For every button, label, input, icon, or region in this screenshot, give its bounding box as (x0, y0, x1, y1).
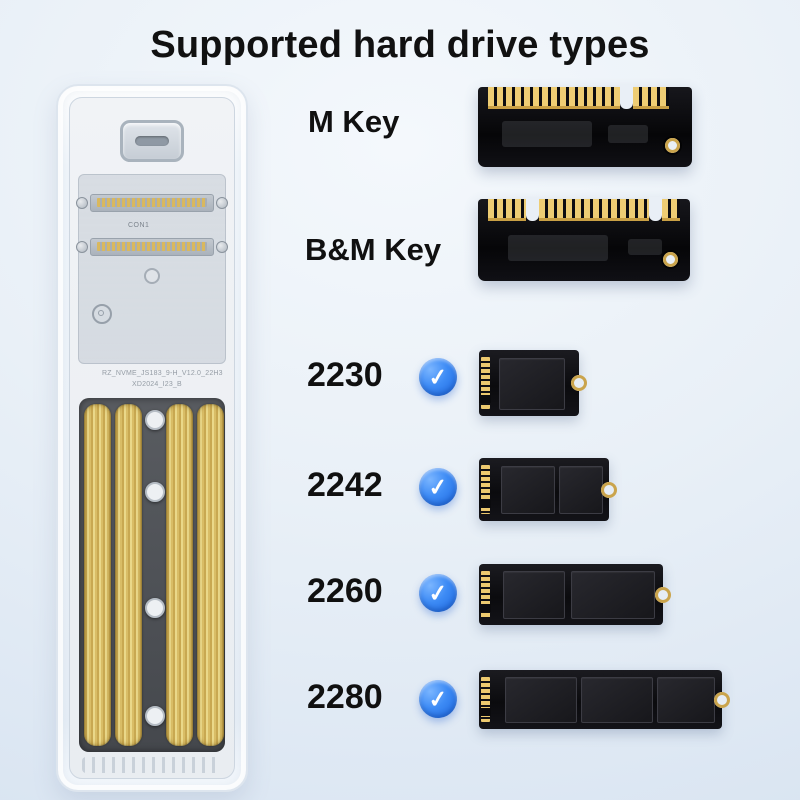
pcb-patch (608, 125, 648, 143)
pcb-print-text: RZ_NVME_JS183_9-H_V12.0_22H3 (102, 370, 223, 377)
bm-key-connector-image (478, 197, 690, 281)
pcb-patch (628, 239, 662, 255)
mount-notch (655, 586, 671, 603)
check-icon: ✓ (417, 356, 459, 398)
controller-chip (505, 677, 577, 723)
m2-connector-slot-1 (76, 194, 228, 212)
usb-c-port (120, 120, 184, 162)
thermal-pad-area (79, 398, 225, 752)
pcb-logo-icon (92, 304, 112, 324)
check-icon: ✓ (417, 572, 459, 614)
page-title: Supported hard drive types (150, 24, 650, 66)
screw-icon (76, 241, 88, 253)
pcb-print-text: XD2024_I23_B (132, 381, 182, 388)
pcb-patch (508, 235, 608, 261)
nand-chip (581, 677, 653, 723)
size-label-2260: 2260 (307, 572, 383, 610)
gold-fingers (481, 571, 490, 618)
standoff-hole (144, 268, 160, 284)
check-icon: ✓ (417, 466, 459, 508)
thermal-strip (166, 404, 193, 746)
m-key-notch (620, 85, 633, 109)
case-bottom-ribs (82, 757, 222, 773)
screw-icon (216, 241, 228, 253)
nand-chip (571, 571, 655, 619)
gold-fingers (481, 465, 490, 514)
mount-hole (145, 598, 165, 618)
ssd-2260-image (479, 564, 671, 625)
m2-connector-slot-2 (76, 238, 228, 256)
mount-hole (145, 410, 165, 430)
mount-hole (665, 138, 680, 153)
enclosure-inner-panel: CON1 RZ_NVME_JS183_9-H_V12.0_22H3 XD2024… (69, 97, 235, 779)
key-label-bm: B&M Key (305, 232, 442, 267)
gold-fingers (539, 199, 649, 221)
slot-pins (97, 242, 207, 251)
usb-c-slot (135, 136, 169, 146)
m-key-notch (649, 197, 662, 221)
size-label-2242: 2242 (307, 466, 383, 504)
thermal-strip (84, 404, 111, 746)
gold-fingers (481, 677, 490, 722)
size-label-2280: 2280 (307, 678, 383, 716)
connector-notch (479, 500, 491, 508)
ssd-2230-image (479, 350, 587, 416)
mount-notch (601, 481, 617, 498)
connector-silkscreen-label: CON1 (128, 222, 150, 229)
mount-hole (145, 706, 165, 726)
nand-chip (559, 466, 603, 514)
check-icon: ✓ (417, 678, 459, 720)
ssd-2280-image (479, 670, 730, 729)
b-key-notch (526, 197, 539, 221)
size-label-2230: 2230 (307, 356, 383, 394)
gold-fingers (488, 87, 620, 109)
m-key-connector-image (478, 85, 692, 167)
mount-notch (714, 691, 730, 708)
gold-fingers (662, 199, 680, 221)
nand-chip (499, 358, 565, 410)
mount-hole (145, 482, 165, 502)
gold-fingers (633, 87, 669, 109)
nand-chip (657, 677, 715, 723)
key-label-m: M Key (308, 104, 400, 139)
gold-fingers (488, 199, 526, 221)
controller-chip (501, 466, 555, 514)
gold-fingers (481, 357, 490, 409)
screw-icon (216, 197, 228, 209)
mount-hole (663, 252, 678, 267)
ssd-enclosure-image: CON1 RZ_NVME_JS183_9-H_V12.0_22H3 XD2024… (56, 84, 248, 792)
thermal-strip (197, 404, 224, 746)
connector-notch (479, 604, 491, 612)
mount-notch (571, 375, 587, 391)
thermal-strip (115, 404, 142, 746)
ssd-2242-image (479, 458, 617, 521)
slot-pins (97, 198, 207, 207)
controller-chip (503, 571, 565, 619)
connector-notch (479, 395, 491, 403)
screw-icon (76, 197, 88, 209)
pcb-patch (502, 121, 592, 147)
connector-notch (479, 708, 491, 716)
